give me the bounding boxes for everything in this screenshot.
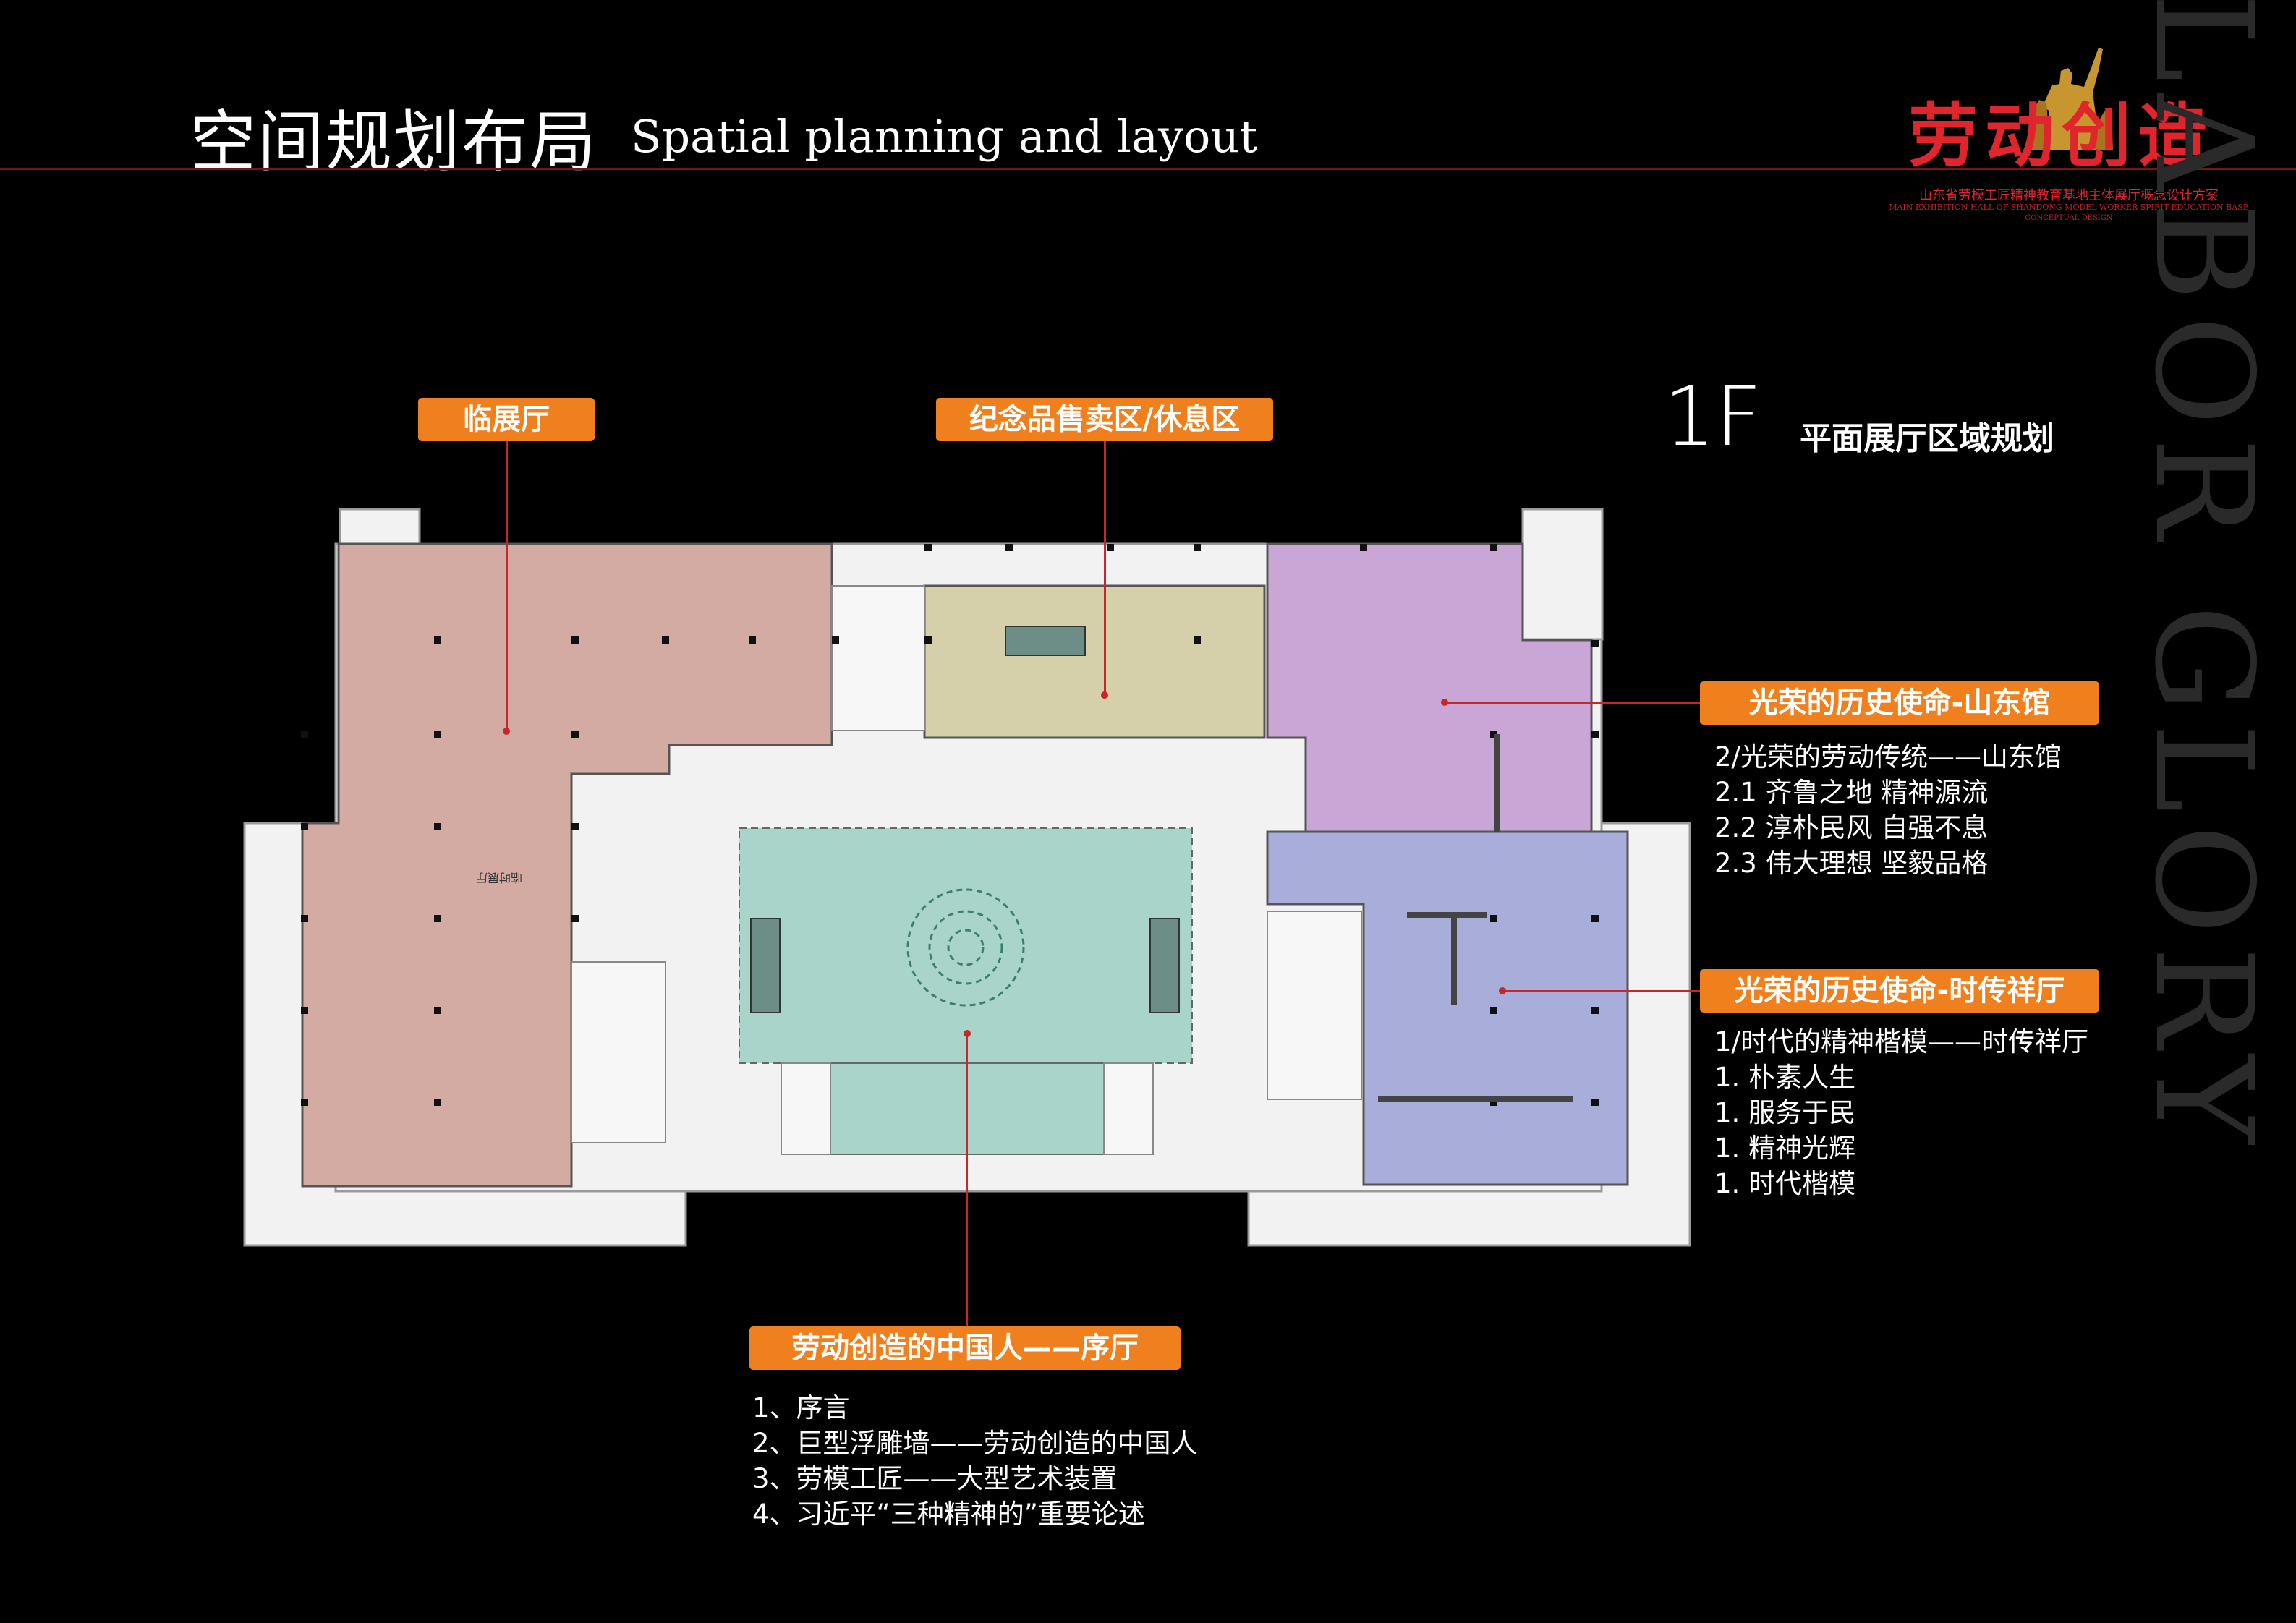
interior-walls	[1378, 734, 1573, 1102]
list-item: 1. 精神光辉	[1714, 1133, 1856, 1164]
temporary-hall-plan-label: 临时展厅	[476, 871, 522, 885]
leader-souvenir	[1104, 441, 1106, 694]
logo-subtitle-chinese: 山东省劳模工匠精神教育基地主体展厅概念设计方案	[1919, 188, 2219, 203]
prelude-hall-zone	[739, 827, 1193, 1064]
leader-dot-prelude	[964, 1030, 971, 1037]
shandong-hall-list: 2/光荣的劳动传统——山东馆 2.1 齐鲁之地 精神源流 2.2 淳朴民风 自强…	[1714, 739, 2062, 881]
leader-dot-shichuanxiang	[1499, 987, 1506, 994]
escalators	[750, 626, 1180, 1013]
leader-dot-souvenir	[1101, 691, 1108, 699]
list-item: 1. 时代楷模	[1714, 1168, 1856, 1199]
leader-dot-temporary	[503, 728, 510, 735]
prelude-hall-list: 1、序言 2、巨型浮雕墙——劳动创造的中国人 3、劳模工匠——大型艺术装置 4、…	[752, 1390, 1198, 1532]
logo-subtitle-english: MAIN EXHIBITION HALL OF SHANDONG MODEL W…	[1889, 203, 2249, 212]
list-item: 2/光荣的劳动传统——山东馆	[1714, 741, 2062, 772]
list-item: 1. 朴素人生	[1714, 1062, 1856, 1093]
list-item: 2.1 齐鲁之地 精神源流	[1714, 777, 1989, 808]
list-item: 1. 服务于民	[1714, 1097, 1856, 1128]
structural-columns	[301, 544, 1599, 1106]
core-rooms	[571, 585, 1362, 1155]
tag-shichuanxiang-hall: 光荣的历史使命-时传祥厅	[1700, 969, 2099, 1013]
logo-title: 劳动创造	[1908, 95, 2215, 176]
list-item: 4、习近平“三种精神的”重要论述	[752, 1499, 1145, 1530]
rotunda-sculpture	[906, 888, 1025, 1007]
list-item: 2.2 淳朴民风 自强不息	[1714, 812, 1989, 843]
tag-temporary-hall: 临展厅	[418, 398, 595, 441]
logo-subtitle-english-2: CONCEPTUAL DESIGN	[2025, 214, 2113, 222]
leader-prelude	[966, 1034, 968, 1326]
page-title-english: Spatial planning and layout	[631, 110, 1258, 163]
list-item: 3、劳模工匠——大型艺术装置	[752, 1463, 1118, 1494]
leader-temporary-hall	[506, 441, 508, 732]
list-item: 1、序言	[752, 1392, 850, 1423]
list-item: 2.3 伟大理想 坚毅品格	[1714, 848, 1989, 879]
tag-souvenir-area: 纪念品售卖区/休息区	[936, 398, 1273, 441]
souvenir-rest-zone	[923, 584, 1266, 739]
list-item: 1/时代的精神楷模——时传祥厅	[1714, 1026, 2089, 1057]
floor-description: 平面展厅区域规划	[1800, 420, 2054, 457]
floor-number: 1F	[1664, 370, 1762, 464]
tag-prelude-hall: 劳动创造的中国人——序厅	[749, 1326, 1181, 1370]
shichuanxiang-hall-list: 1/时代的精神楷模——时传祥厅 1. 朴素人生 1. 服务于民 1. 精神光辉 …	[1714, 1024, 2088, 1201]
tag-shandong-hall: 光荣的历史使命-山东馆	[1700, 681, 2099, 725]
title-divider	[0, 168, 2296, 170]
leader-dot-shandong	[1441, 699, 1448, 706]
list-item: 2、巨型浮雕墙——劳动创造的中国人	[752, 1428, 1198, 1459]
leader-shandong	[1444, 702, 1700, 704]
worker-statue-icon	[2029, 48, 2113, 150]
leader-shichuanxiang	[1502, 990, 1700, 992]
exhibition-logo: 劳动创造 山东省劳模工匠精神教育基地主体展厅概念设计方案 MAIN EXHIBI…	[1866, 42, 2271, 237]
